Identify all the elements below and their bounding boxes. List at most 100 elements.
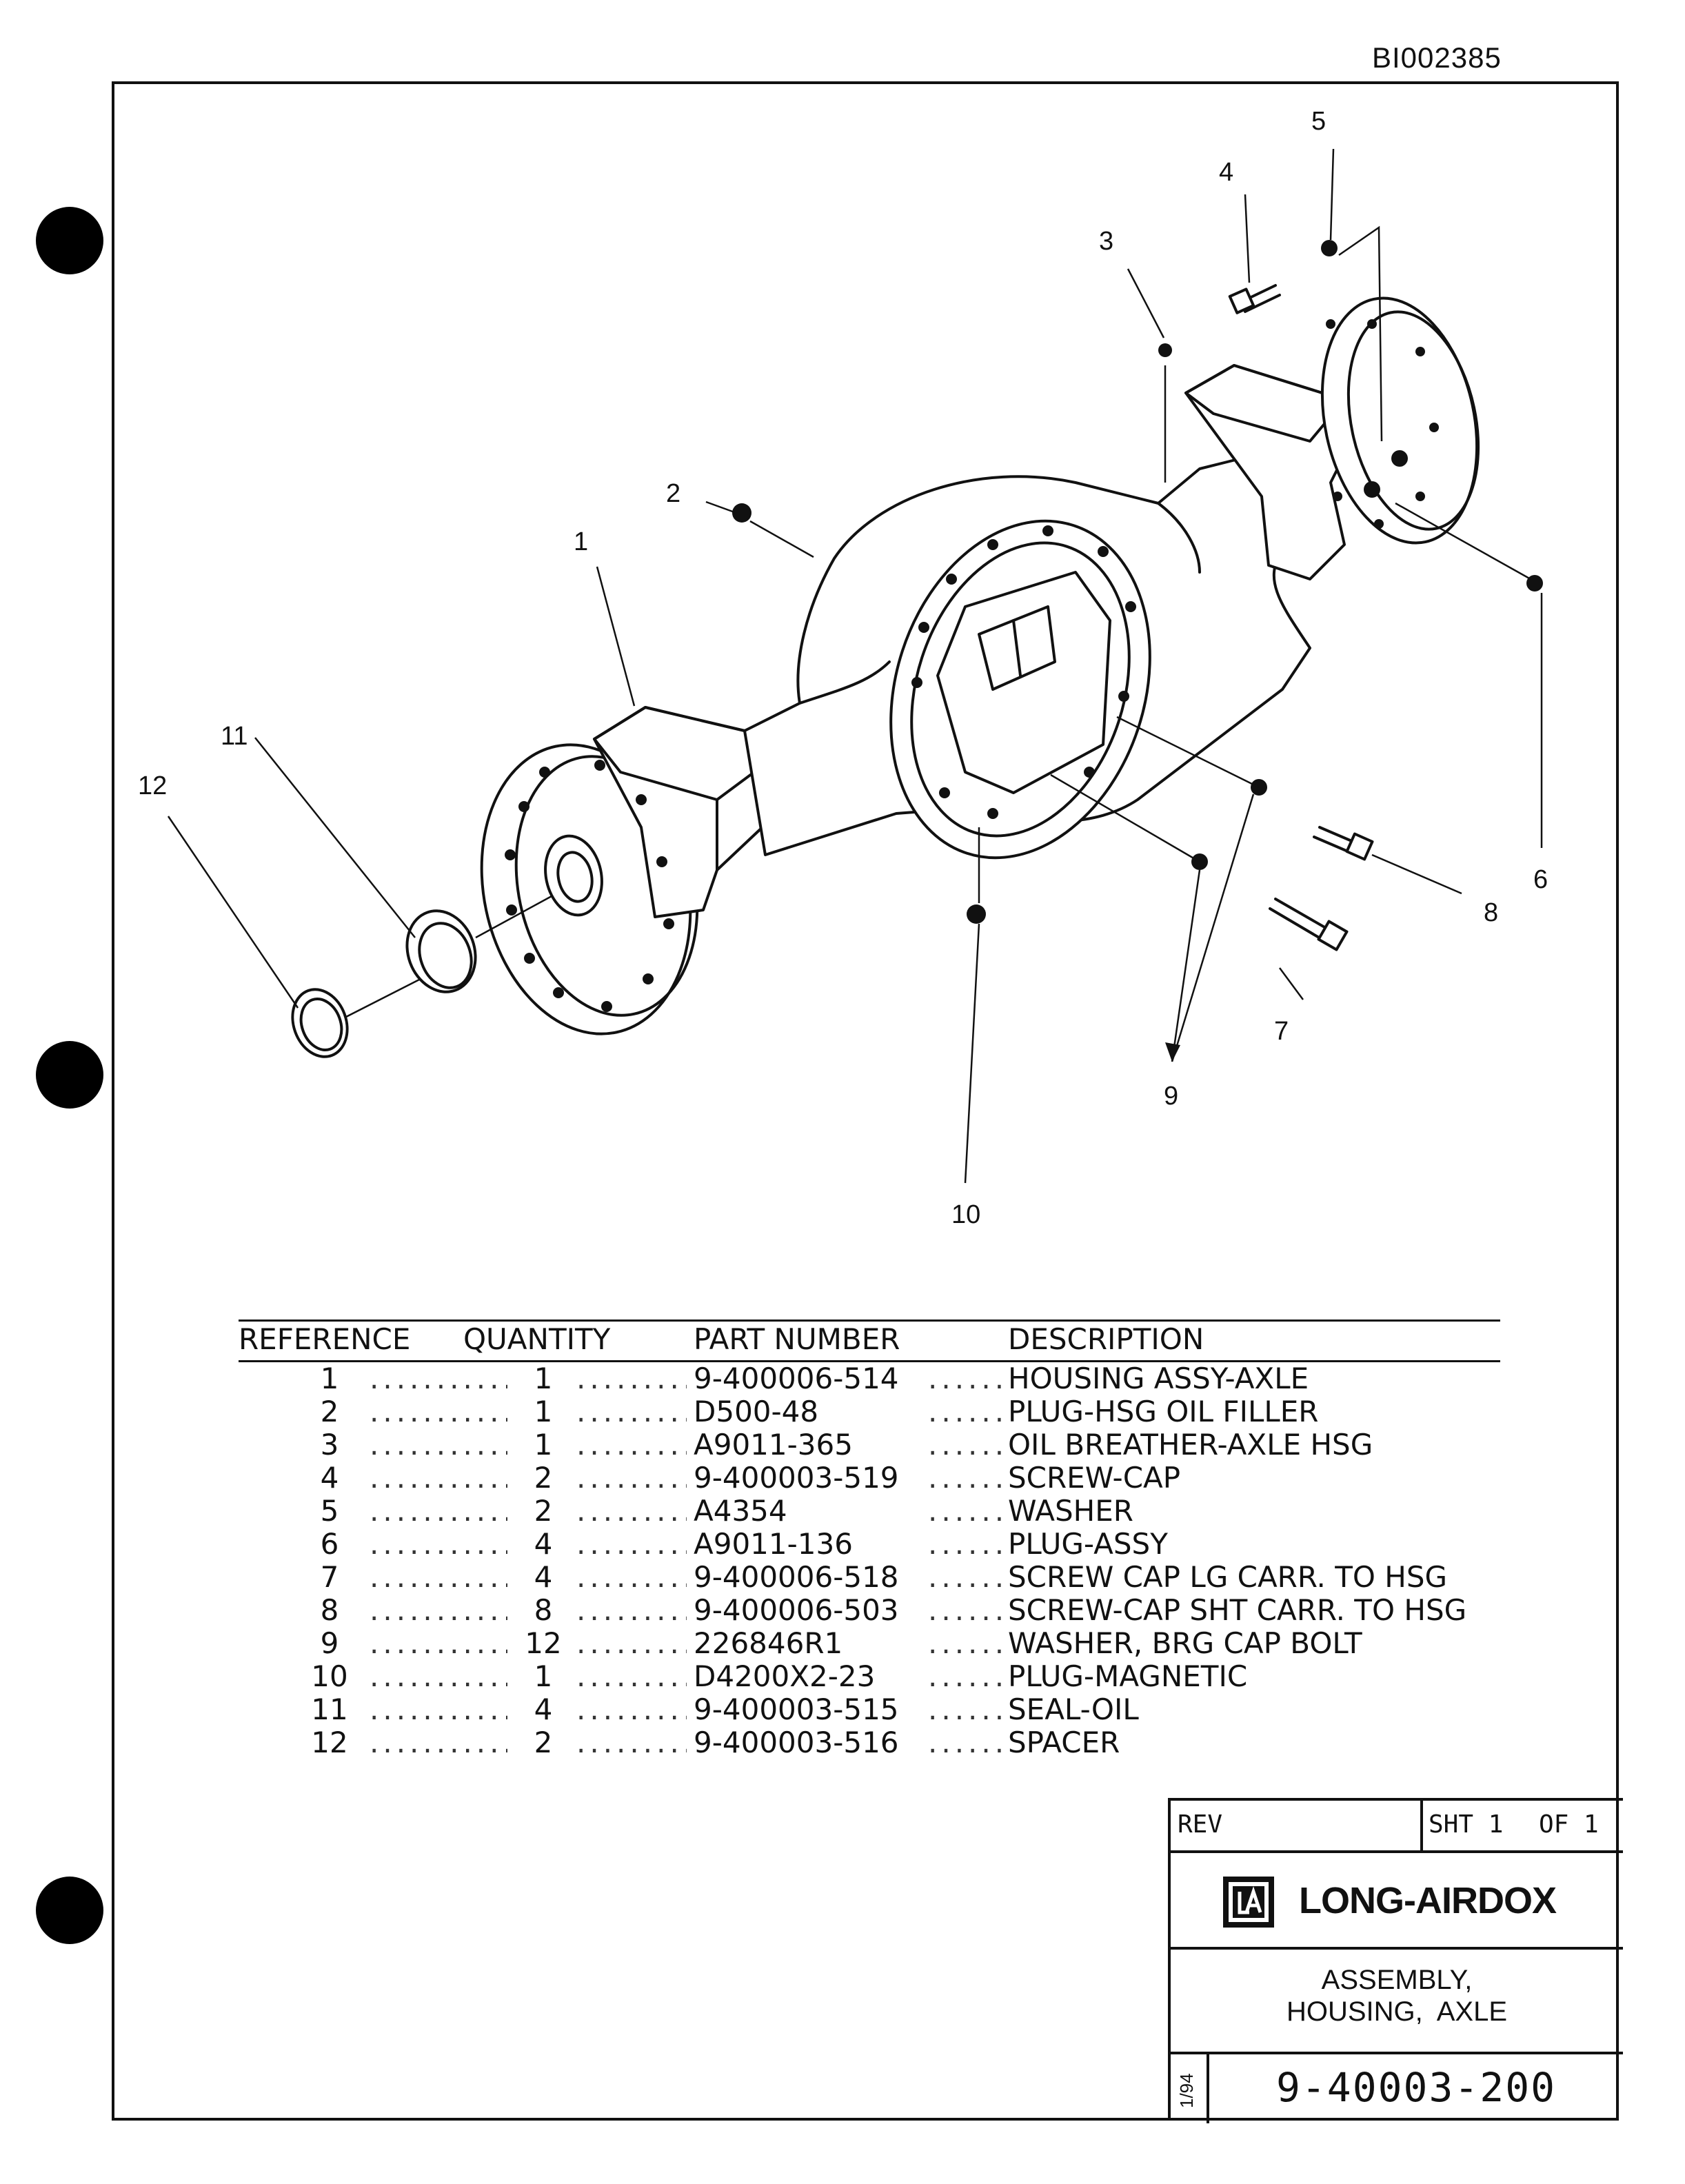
leader-dots: .......: [928, 1528, 1004, 1561]
cell-reference: 5: [320, 1494, 339, 1528]
table-row: 5................2..........A4354.......…: [239, 1495, 1500, 1528]
callout-11: 11: [221, 722, 248, 751]
leader-dots: .......: [928, 1395, 1004, 1428]
leader-dots: ................: [370, 1528, 507, 1561]
leader-dots: ................: [370, 1462, 507, 1495]
leader-dots: ..........: [576, 1693, 687, 1726]
leader-dots: .......: [928, 1561, 1004, 1594]
cell-part-number: 9-400006-518: [694, 1560, 899, 1594]
leader-dots: ................: [370, 1660, 507, 1693]
cell-quantity: 1: [534, 1428, 553, 1462]
cell-quantity: 4: [534, 1692, 553, 1726]
callout-12: 12: [138, 771, 167, 800]
leader-dots: ................: [370, 1561, 507, 1594]
leader-dots: ................: [370, 1395, 507, 1428]
cell-reference: 11: [311, 1692, 348, 1726]
cell-part-number: A9011-136: [694, 1527, 853, 1561]
cell-reference: 6: [320, 1527, 339, 1561]
leader-dots: ..........: [576, 1495, 687, 1528]
leader-dots: ..........: [576, 1561, 687, 1594]
leader-dots: .......: [928, 1495, 1004, 1528]
cell-reference: 8: [320, 1593, 339, 1627]
cell-quantity: 2: [534, 1726, 553, 1759]
leader-dots: ..........: [576, 1660, 687, 1693]
callout-9: 9: [1164, 1082, 1178, 1111]
leader-dots: .......: [928, 1462, 1004, 1495]
callout-10: 10: [951, 1200, 980, 1229]
drawing-title-line-2: HOUSING, AXLE: [1286, 1996, 1508, 2027]
long-cap-screw-7: [1269, 898, 1349, 951]
cell-reference: 4: [320, 1461, 339, 1495]
cell-reference: 1: [320, 1362, 339, 1395]
cell-part-number: 226846R1: [694, 1626, 843, 1660]
drawing-border: [112, 81, 1619, 2121]
leader-dots: ................: [370, 1693, 507, 1726]
table-row: 7................4..........9-400006-518…: [239, 1561, 1500, 1594]
binder-punch-hole-top: [36, 207, 103, 274]
drawing-number: 9-40003-200: [1275, 2064, 1557, 2111]
cell-reference: 2: [320, 1395, 339, 1428]
drawing-date: 1/94: [1176, 2073, 1197, 2108]
cell-reference: 12: [311, 1726, 348, 1759]
leader-dots: ..........: [576, 1528, 687, 1561]
table-row: 11................ 4..........9-400003-51…: [239, 1693, 1500, 1726]
cell-reference: 3: [320, 1428, 339, 1462]
callout-2: 2: [666, 479, 680, 508]
title-block: REV SHT 1 OF 1 LONG-AIRDOX ASSEMBLY, HOU…: [1168, 1798, 1623, 2123]
cell-quantity: 1: [534, 1395, 553, 1428]
table-row: 2................1..........D500-48.....…: [239, 1395, 1500, 1428]
cell-part-number: 9-400003-516: [694, 1726, 899, 1759]
cell-part-number: 9-400006-514: [694, 1362, 899, 1395]
right-flange: [1320, 296, 1480, 545]
table-row: 4................2..........9-400003-519…: [239, 1462, 1500, 1495]
parts-list-header: REFERENCE QUANTITY PART NUMBER DESCRIPTI…: [239, 1320, 1500, 1362]
leader-dots: ..........: [576, 1627, 687, 1660]
sheet-number: SHT 1: [1429, 1810, 1504, 1839]
company-name: LONG-AIRDOX: [1299, 1880, 1557, 1921]
cell-part-number: D4200X2-23: [694, 1659, 876, 1693]
cell-quantity: 8: [534, 1593, 553, 1627]
cell-part-number: A4354: [694, 1494, 787, 1528]
leader-dots: .......: [928, 1660, 1004, 1693]
header-reference: REFERENCE: [239, 1322, 411, 1356]
leader-dots: .......: [928, 1362, 1004, 1395]
cell-part-number: 9-400003-515: [694, 1692, 899, 1726]
revision-label: REV: [1178, 1810, 1223, 1839]
callout-7: 7: [1274, 1017, 1289, 1046]
cell-quantity: 4: [534, 1560, 553, 1594]
leader-dots: .......: [928, 1693, 1004, 1726]
leader-dots: ..........: [576, 1395, 687, 1428]
table-row: 1................1..........9-400006-514…: [239, 1362, 1500, 1395]
cell-quantity: 2: [534, 1461, 553, 1495]
callout-5: 5: [1311, 107, 1326, 136]
cell-description: PLUG-MAGNETIC: [1008, 1659, 1248, 1693]
leader-dots: .......: [928, 1428, 1004, 1462]
leader-dots: ................: [370, 1495, 507, 1528]
cell-quantity: 1: [534, 1659, 553, 1693]
callout-8: 8: [1484, 898, 1498, 927]
leader-dots: ..........: [576, 1362, 687, 1395]
table-row: 8................8..........9-400006-503…: [239, 1594, 1500, 1627]
leader-dots: ..........: [576, 1428, 687, 1462]
document-id: BI002385: [1372, 41, 1502, 74]
long-airdox-logo-icon: [1223, 1877, 1274, 1928]
binder-punch-hole-middle: [36, 1041, 103, 1109]
callout-4: 4: [1219, 158, 1233, 187]
callout-6: 6: [1533, 865, 1548, 894]
cell-description: HOUSING ASSY-AXLE: [1008, 1362, 1309, 1395]
table-row: 10................1..........D4200X2-23.…: [239, 1660, 1500, 1693]
table-row: 6................4..........A9011-136...…: [239, 1528, 1500, 1561]
cell-quantity: 12: [525, 1626, 562, 1660]
callout-3: 3: [1099, 227, 1113, 256]
leader-dots: ..........: [576, 1594, 687, 1627]
cell-part-number: A9011-365: [694, 1428, 853, 1462]
cell-part-number: 9-400003-519: [694, 1461, 899, 1495]
table-row: 12................2..........9-400003-51…: [239, 1726, 1500, 1759]
cell-description: SEAL-OIL: [1008, 1692, 1139, 1726]
cell-description: SCREW-CAP: [1008, 1461, 1181, 1495]
header-description: DESCRIPTION: [1008, 1322, 1204, 1356]
leader-dots: .......: [928, 1726, 1004, 1759]
short-cap-screw-8: [1313, 826, 1374, 861]
header-quantity: QUANTITY: [463, 1322, 611, 1356]
cell-description: PLUG-HSG OIL FILLER: [1008, 1395, 1319, 1428]
